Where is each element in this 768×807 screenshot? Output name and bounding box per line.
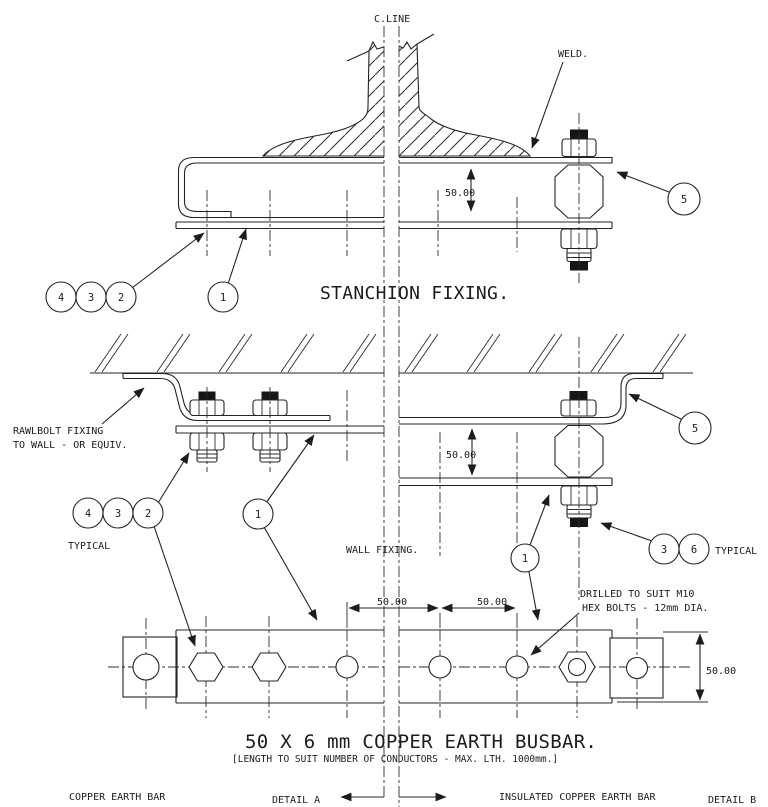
dim-text-left: 50.00 xyxy=(377,597,407,608)
svg-text:6: 6 xyxy=(691,544,697,556)
balloon-1-wall: 1 xyxy=(242,434,318,621)
dim-text: 50.00 xyxy=(446,450,476,461)
typical-label-right: TYPICAL xyxy=(715,546,757,557)
hex-bolt-head-1 xyxy=(188,652,224,682)
insulator-bolt-assembly-top xyxy=(554,129,604,271)
svg-text:5: 5 xyxy=(692,423,698,435)
svg-text:3: 3 xyxy=(661,544,667,556)
wall-hatch-line xyxy=(163,333,191,373)
weld-label: WELD. xyxy=(558,49,588,60)
wall-hatch-line xyxy=(659,333,687,373)
wall-fixing-view: 50.00 RAWLBOLT FIXING TO WALL - OR EQUIV… xyxy=(13,333,757,647)
tab-hole-right xyxy=(625,656,649,680)
stanchion-column xyxy=(261,33,532,157)
right-bracket xyxy=(601,372,664,425)
rawlbolt-note: RAWLBOLT FIXING TO WALL - OR EQUIV. xyxy=(13,387,145,451)
center-line: C.LINE xyxy=(374,14,410,807)
wall-hatch-line xyxy=(280,333,308,373)
dim-hole-spacing: 50.00 50.00 xyxy=(346,597,518,628)
svg-text:TO WALL - OR EQUIV.: TO WALL - OR EQUIV. xyxy=(13,440,127,451)
wall-hatch-line xyxy=(101,333,129,373)
balloons-432-stanchion: 4 3 2 xyxy=(45,232,205,313)
balloon-5-stanchion: 5 xyxy=(616,171,701,216)
bracket-and-plates xyxy=(175,156,613,230)
balloon-5-wall: 5 xyxy=(628,393,712,445)
balloons-432-wall: 4 3 2 TYPICAL xyxy=(68,452,196,647)
dim-50-wall: 50.00 xyxy=(446,428,477,476)
busbar-plan-view: 50.00 50.00 50.00 DRILLED TO SUIT M10 HE… xyxy=(108,589,736,765)
svg-text:3: 3 xyxy=(115,508,121,520)
balloon-1-stanchion: 1 xyxy=(207,228,247,313)
dim-text: 50.00 xyxy=(445,188,475,199)
busbar-holes xyxy=(132,651,649,683)
svg-text:4: 4 xyxy=(85,508,91,520)
wall-hatch-line xyxy=(156,333,184,373)
dim-text-height: 50.00 xyxy=(706,666,736,677)
hex-bolt-hole xyxy=(567,657,587,677)
wall-hatch-line xyxy=(225,333,253,373)
typical-label-left: TYPICAL xyxy=(68,541,110,552)
right-top-bar xyxy=(399,416,604,425)
svg-text:1: 1 xyxy=(220,292,226,304)
busbar-outline xyxy=(175,629,613,704)
svg-text:HEX BOLTS - 12mm DIA.: HEX BOLTS - 12mm DIA. xyxy=(582,603,708,614)
dim-text-right: 50.00 xyxy=(477,597,507,608)
svg-text:2: 2 xyxy=(118,292,124,304)
centerline-label: C.LINE xyxy=(374,14,410,25)
wall-hatch-line xyxy=(466,333,494,373)
wall-hatch-line xyxy=(473,333,501,373)
balloon-1b-wall: 1 xyxy=(510,494,550,621)
copper-earth-bar-label: COPPER EARTH BAR xyxy=(69,792,166,803)
detail-a-label: DETAIL A xyxy=(272,795,320,806)
weld-leader xyxy=(531,61,564,149)
wall-hatch-line xyxy=(342,333,370,373)
tab-hole-left xyxy=(132,653,160,681)
detail-b-label: DETAIL B xyxy=(708,795,756,806)
insulator xyxy=(554,164,604,219)
stanchion-fixing-view: 50.00 WELD. 5 4 3 2 1 STANCHION FIXING. xyxy=(45,33,701,313)
hole-centerlines-wall xyxy=(206,387,518,558)
dim-50-stanchion: 50.00 xyxy=(445,168,476,212)
wall-hatch-line xyxy=(349,333,377,373)
dim-bar-width: 50.00 xyxy=(617,631,736,703)
wall-hatch-line xyxy=(404,333,432,373)
svg-text:2: 2 xyxy=(145,508,151,520)
wall-hatch-line xyxy=(218,333,246,373)
svg-text:5: 5 xyxy=(681,194,687,206)
svg-text:RAWLBOLT FIXING: RAWLBOLT FIXING xyxy=(13,426,103,437)
balloons-36-wall: 3 6 TYPICAL xyxy=(600,522,757,565)
wall-hatch-line xyxy=(94,333,122,373)
drilled-hole-3 xyxy=(505,655,529,679)
drill-note: DRILLED TO SUIT M10 HEX BOLTS - 12mm DIA… xyxy=(530,589,708,656)
insulated-copper-earth-bar-label: INSULATED COPPER EARTH BAR xyxy=(499,792,657,803)
svg-text:DRILLED TO SUIT M10: DRILLED TO SUIT M10 xyxy=(580,589,694,600)
wall-hatch-line xyxy=(597,333,625,373)
weld-callout: WELD. xyxy=(531,49,588,149)
wall-title: WALL FIXING. xyxy=(346,545,418,556)
wall-hatch-line xyxy=(411,333,439,373)
footer-annotations: COPPER EARTH BAR DETAIL A INSULATED COPP… xyxy=(69,792,756,806)
svg-text:1: 1 xyxy=(255,509,261,521)
drilled-hole-1 xyxy=(335,655,359,679)
svg-text:4: 4 xyxy=(58,292,64,304)
busbar-subtitle: [LENGTH TO SUIT NUMBER OF CONDUCTORS - M… xyxy=(232,754,558,765)
busbar-title: 50 X 6 mm COPPER EARTH BUSBAR. xyxy=(245,731,597,753)
wall-hatch-line xyxy=(528,333,556,373)
left-bracket xyxy=(122,372,331,422)
svg-text:3: 3 xyxy=(88,292,94,304)
wall-hatch-line xyxy=(652,333,680,373)
wall-hatch-line xyxy=(287,333,315,373)
wall-hatch-line xyxy=(590,333,618,373)
stanchion-title: STANCHION FIXING. xyxy=(320,283,509,304)
hex-bolt-head-2 xyxy=(251,652,287,682)
svg-text:1: 1 xyxy=(522,553,528,565)
drilled-hole-2 xyxy=(428,655,452,679)
insulator-bolt-assembly-wall xyxy=(399,391,613,527)
wall-hatching xyxy=(94,333,687,373)
wall-hatch-line xyxy=(535,333,563,373)
